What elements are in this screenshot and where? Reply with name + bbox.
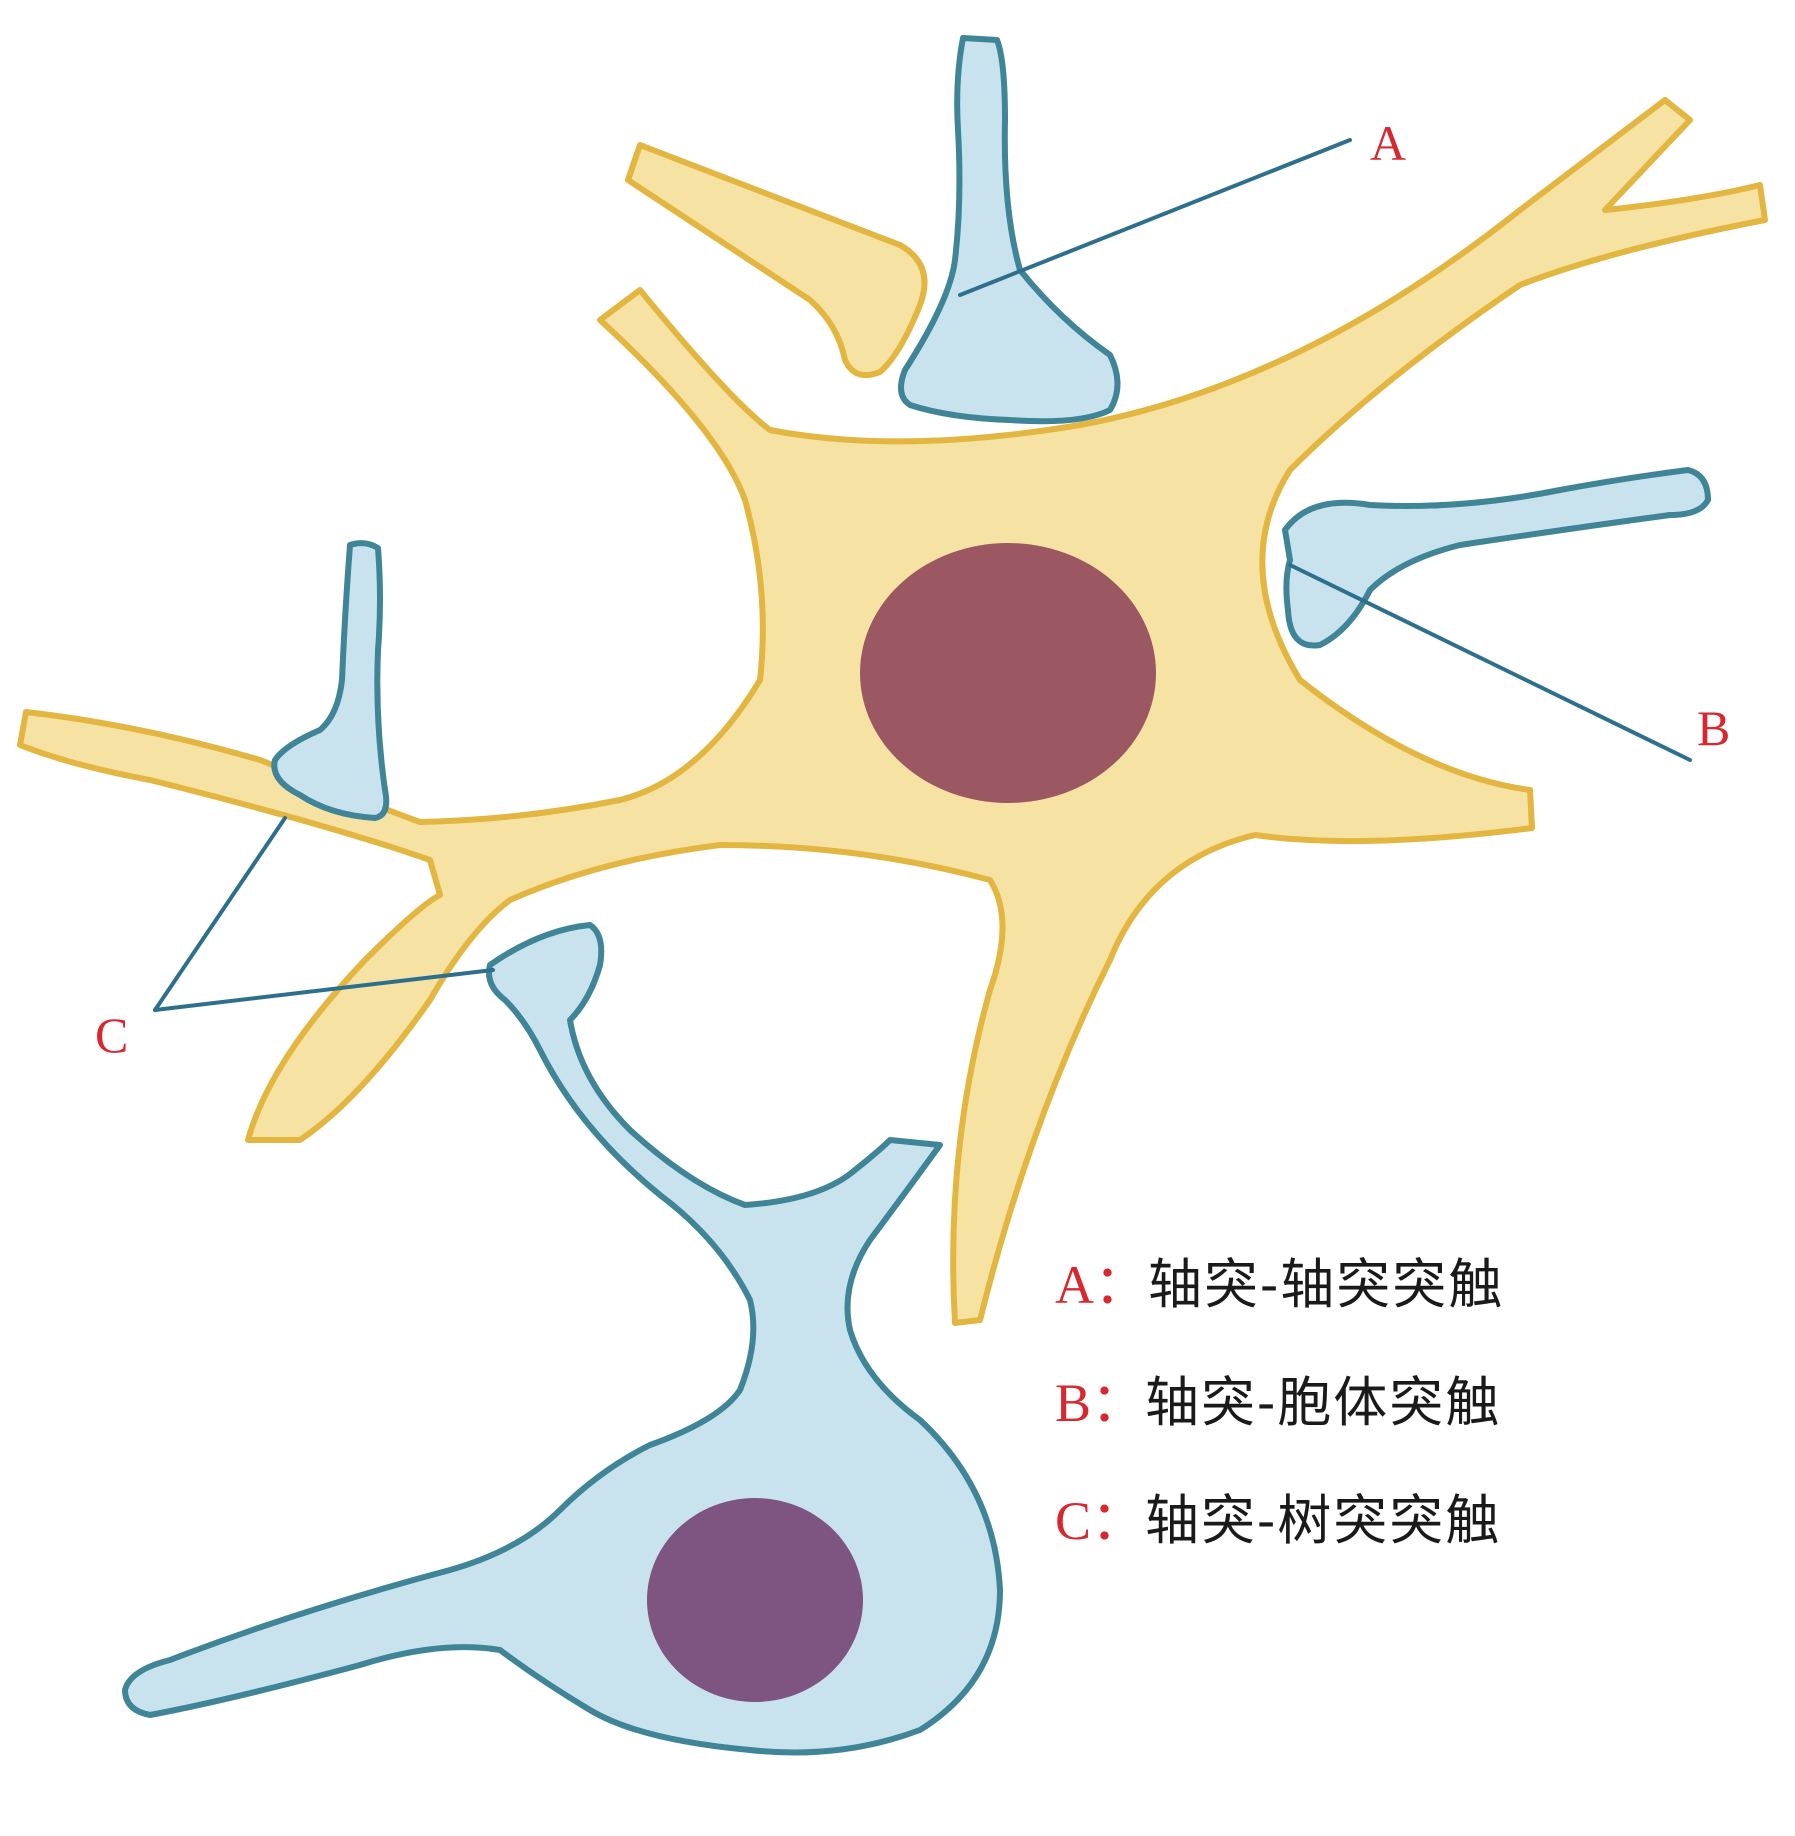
axon-terminal-c-upper (274, 543, 386, 818)
legend-item-a: A：轴突-轴突突触 (1055, 1245, 1755, 1363)
axon-terminal-a (901, 38, 1118, 421)
callout-label-b: B (1697, 700, 1730, 756)
legend-key: A： (1055, 1255, 1148, 1315)
second-nucleus (647, 1498, 863, 1702)
main-nucleus (860, 543, 1156, 803)
callout-label-c: C (95, 1007, 128, 1063)
pointer-line-a (960, 140, 1350, 295)
callout-label-a: A (1370, 115, 1406, 171)
legend-item-b: B：轴突-胞体突触 (1055, 1363, 1755, 1481)
legend-key: B： (1055, 1373, 1145, 1433)
legend-text: 轴突-轴突突触 (1148, 1253, 1504, 1316)
legend-text: 轴突-树突突触 (1145, 1489, 1501, 1552)
pointer-line-c-upper (155, 818, 285, 1010)
axon-terminal-b (1285, 470, 1708, 646)
second-neuron-body (125, 925, 1000, 1753)
legend-key: C： (1055, 1491, 1145, 1551)
legend-text: 轴突-胞体突触 (1145, 1371, 1501, 1434)
legend: A：轴突-轴突突触 B：轴突-胞体突触 C：轴突-树突突触 (1055, 1245, 1755, 1599)
legend-item-c: C：轴突-树突突触 (1055, 1481, 1755, 1599)
